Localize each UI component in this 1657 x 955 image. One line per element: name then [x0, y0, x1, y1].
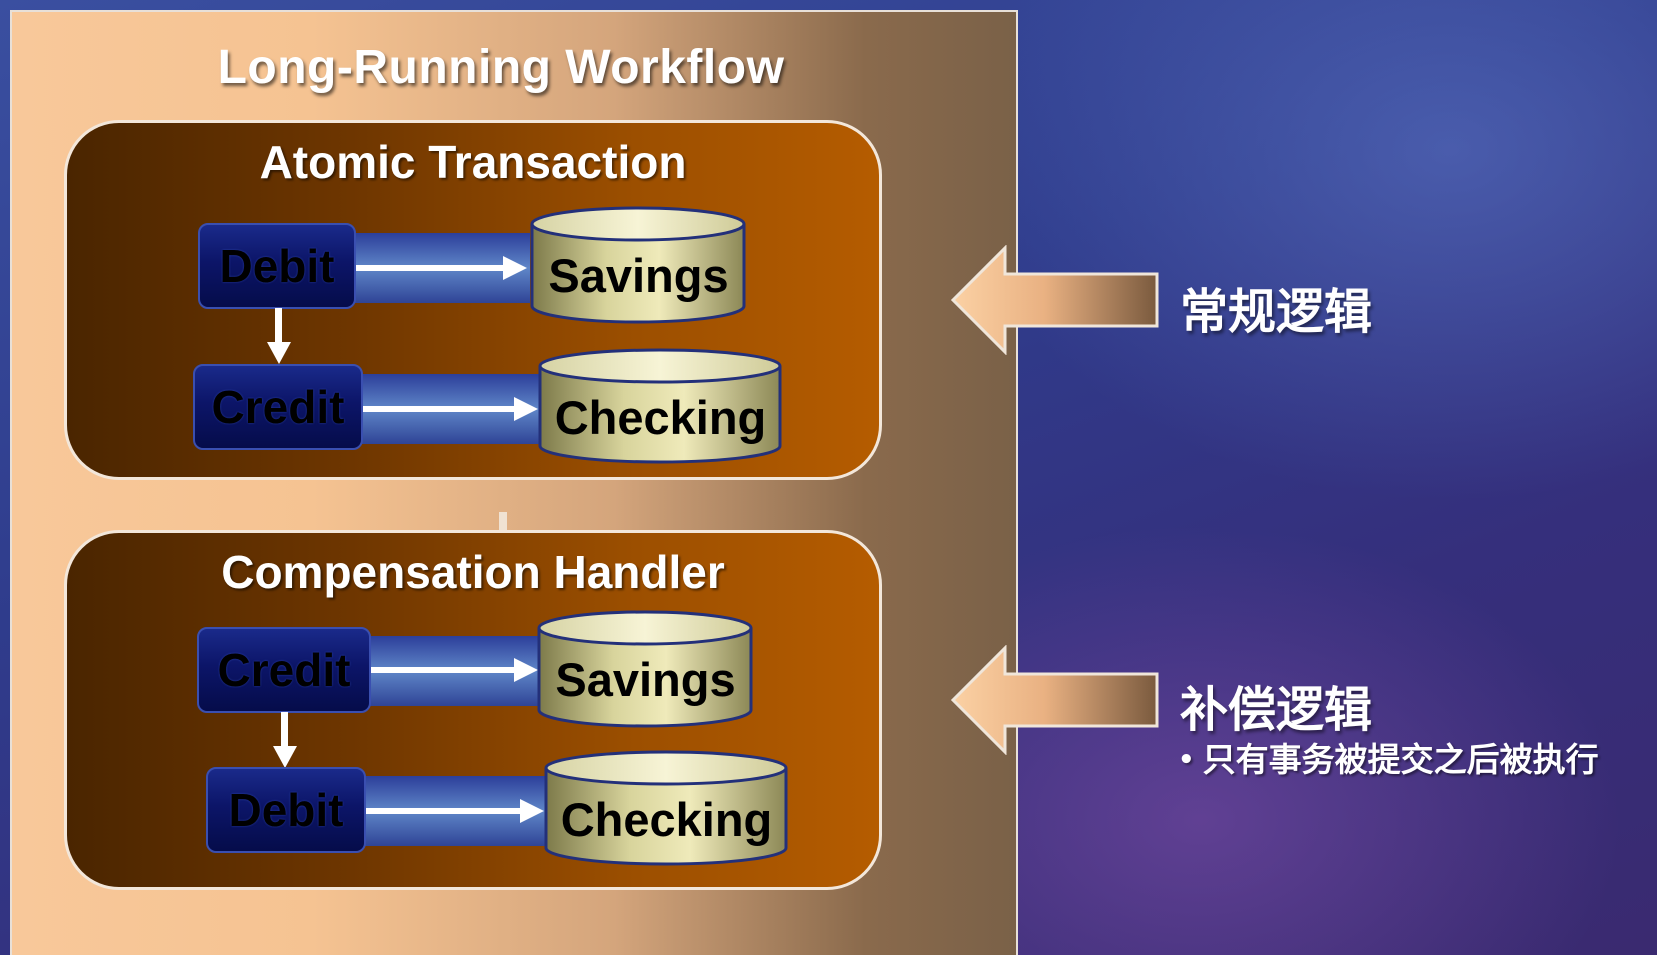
compensation-handler-title: Compensation Handler: [221, 546, 725, 598]
savings-database: [537, 610, 753, 728]
atomic-transaction-title: Atomic Transaction: [259, 136, 687, 188]
bullet: •: [1178, 745, 1195, 775]
compensation-logic-label: 补偿逻辑: [1180, 682, 1373, 738]
checking-database-label: Checking: [554, 391, 767, 444]
debit-action-box: Debit: [198, 223, 356, 309]
workflow-title: Long-Running Workflow: [217, 41, 785, 94]
compensation-note-text: 只有事务被提交之后被执行: [1202, 740, 1599, 779]
normal-logic-label: 常规逻辑: [1180, 284, 1373, 340]
compensation-logic-note: •只有事务被提交之后被执行: [1178, 733, 1599, 781]
flow-arrow: [362, 397, 538, 421]
sequence-down-arrow: [267, 308, 291, 364]
flow-arrow: [364, 799, 544, 823]
debit-action-box: Debit: [206, 767, 366, 853]
credit-action-box: Credit: [193, 364, 363, 450]
panel-connector: [499, 512, 507, 540]
checking-database: [544, 750, 788, 866]
savings-database-label: Savings: [548, 249, 729, 302]
flow-arrow: [355, 256, 527, 280]
normal-logic-arrow: [950, 245, 1159, 355]
savings-database: [530, 206, 746, 324]
checking-database-label: Checking: [560, 793, 773, 846]
flow-arrow: [368, 658, 538, 682]
compensation-logic-arrow: [950, 645, 1159, 755]
sequence-down-arrow: [273, 712, 297, 768]
checking-database: [538, 348, 782, 464]
credit-action-box: Credit: [197, 627, 371, 713]
savings-database-label: Savings: [555, 653, 736, 706]
